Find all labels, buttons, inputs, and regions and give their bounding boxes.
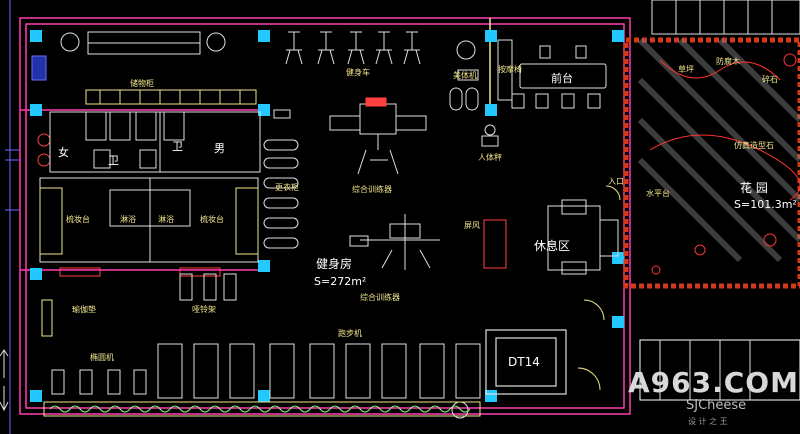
label-locker-room: 更衣柜	[275, 182, 299, 192]
fitness-bikes	[285, 31, 421, 65]
rest-area-sofas	[483, 199, 619, 275]
label-shower-right: 淋浴	[158, 214, 174, 224]
label-shower-left: 淋浴	[120, 214, 136, 224]
structural-columns	[30, 30, 624, 402]
left-symbols	[0, 55, 47, 412]
label-gym-area: S=272m²	[314, 275, 366, 288]
label-integrated-trainer-bottom: 综合训练器	[360, 292, 400, 302]
label-entrance: 入口	[608, 177, 624, 186]
label-elevator: DT14	[508, 355, 540, 369]
watermark-tag: 设 计 之 王	[688, 417, 728, 426]
label-front-desk: 前台	[551, 71, 573, 85]
treadmills	[157, 343, 481, 399]
label-wc-right: 卫	[172, 140, 183, 153]
label-elliptical: 椭圆机	[90, 352, 114, 362]
watermark-main: A963.COM	[628, 366, 799, 399]
elevator-shaft	[485, 329, 567, 395]
label-shelf: 屏风	[464, 221, 480, 230]
label-body-scale: 人体秤	[478, 152, 502, 162]
left-boundary-lines	[5, 0, 20, 434]
label-garden-c: 碎石	[762, 74, 778, 84]
bottom-planter-wall	[43, 401, 481, 417]
watermark-sub: SJCheese	[686, 398, 747, 413]
label-beauty-machine: 美体机	[453, 70, 477, 80]
locker-benches	[263, 109, 299, 249]
storage-cabinet-row	[85, 31, 257, 105]
label-garden-b: 防腐木	[716, 56, 740, 66]
front-desk-group	[497, 39, 607, 109]
label-gym-name: 健身房	[316, 256, 352, 271]
restrooms	[49, 111, 261, 173]
label-rest-area: 休息区	[534, 238, 570, 253]
dumbbells	[41, 273, 237, 337]
label-vanity-right: 梳妆台	[200, 214, 224, 224]
label-garden-area: S=101.3m²	[734, 198, 797, 211]
label-female: 女	[58, 145, 69, 159]
garden	[623, 0, 800, 401]
label-storage-cabinet: 储物柜	[130, 78, 154, 88]
label-yoga-mat: 瑜伽垫	[72, 304, 96, 314]
label-integrated-trainer-top: 综合训练器	[352, 184, 392, 194]
shower-area	[39, 177, 259, 277]
label-water-table: 水平台	[646, 188, 670, 198]
label-garden-d: 仿真造型石	[734, 140, 774, 150]
ellipticals	[51, 369, 147, 395]
doors	[577, 185, 621, 391]
label-garden-a: 草坪	[678, 64, 694, 74]
label-treadmill: 跑步机	[338, 328, 362, 338]
label-wc-left: 卫	[108, 154, 119, 167]
label-fitness-bike: 健身车	[346, 67, 370, 77]
label-dumbbell-rack: 哑铃架	[192, 304, 216, 314]
label-garden-name: 花 园	[740, 180, 768, 195]
label-massage-chair: 按摩椅	[498, 64, 522, 74]
massage-chairs	[449, 69, 499, 147]
integrated-trainers	[329, 97, 440, 270]
label-vanity-left: 梳妆台	[66, 214, 90, 224]
label-male: 男	[214, 142, 225, 155]
